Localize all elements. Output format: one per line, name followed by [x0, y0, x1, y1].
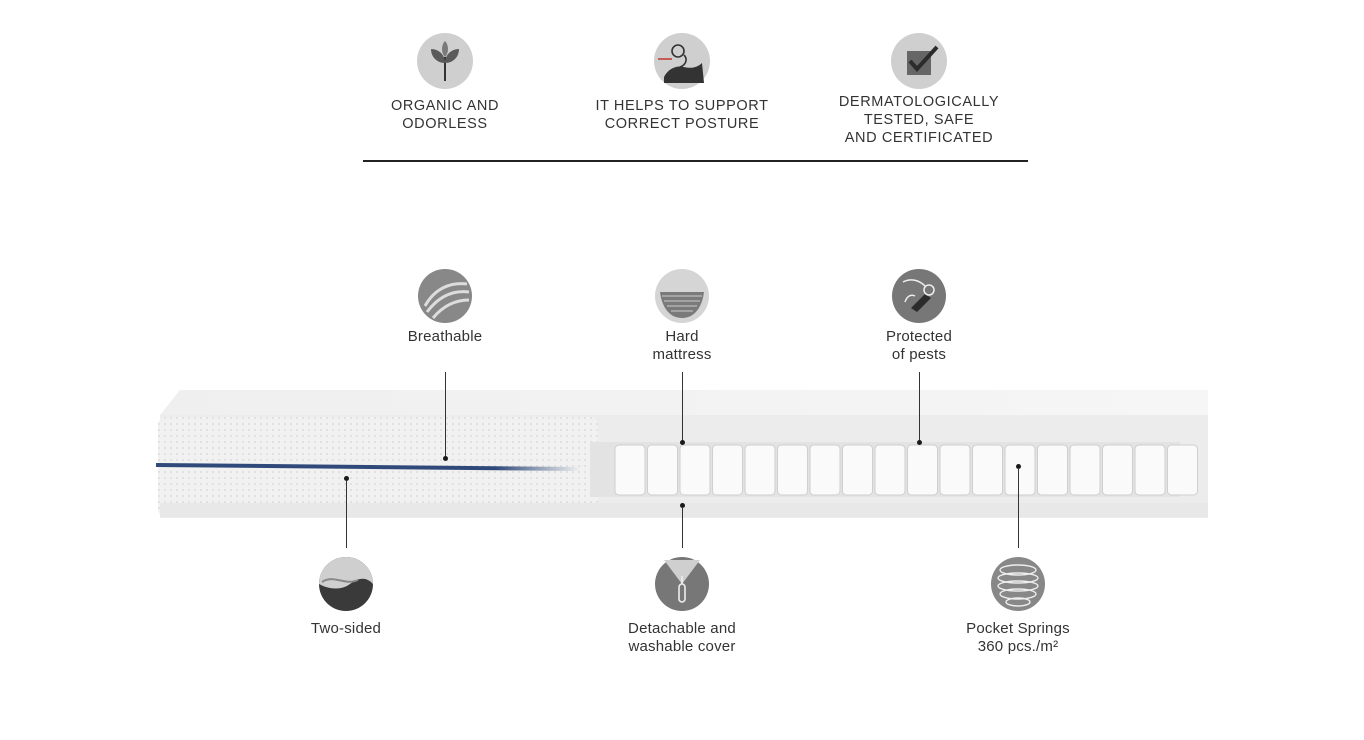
feature-two-sided: Two-sided	[246, 556, 446, 638]
zipper-icon	[654, 556, 710, 612]
spring-pocket	[614, 444, 646, 496]
posture-icon	[654, 33, 710, 89]
yin-yang-icon	[318, 556, 374, 612]
feature-pests-label: Protected of pests	[885, 328, 952, 363]
feature-certified-label: DERMATOLOGICALLY TESTED, SAFE AND CERTIF…	[838, 94, 1000, 146]
leaf-icon	[417, 33, 473, 89]
feature-two-sided-label: Two-sided	[310, 620, 382, 637]
leader-springs	[1018, 468, 1019, 548]
feature-springs: Pocket Springs 360 pcs./m²	[918, 556, 1118, 656]
spring-pocket	[712, 444, 743, 496]
hard-mattress-icon	[654, 268, 710, 324]
feature-cover: Detachable and washable cover	[582, 556, 782, 656]
spring-pocket	[679, 444, 711, 496]
breathable-icon	[417, 268, 473, 324]
spring-pocket	[647, 444, 678, 496]
dot-two-sided	[344, 476, 349, 481]
section-divider	[363, 160, 1028, 162]
feature-posture: IT HELPS TO SUPPORT CORRECT POSTURE	[572, 33, 792, 133]
feature-certified: DERMATOLOGICALLY TESTED, SAFE AND CERTIF…	[809, 33, 1029, 147]
spring-pocket	[874, 444, 906, 496]
dot-pests	[917, 440, 922, 445]
feature-pests: Protected of pests	[819, 268, 1019, 364]
dot-breathable	[443, 456, 448, 461]
feature-breathable-label: Breathable	[407, 328, 483, 345]
leader-hard	[682, 372, 683, 442]
checkmark-icon	[891, 33, 947, 89]
spring-pocket	[744, 444, 776, 496]
mattress-illustration	[150, 385, 1215, 525]
feature-organic-label: ORGANIC AND ODORLESS	[390, 98, 500, 132]
dot-springs	[1016, 464, 1021, 469]
feature-springs-label: Pocket Springs 360 pcs./m²	[966, 620, 1070, 655]
spring-pocket	[1004, 444, 1036, 496]
pest-protection-icon	[891, 268, 947, 324]
dot-hard	[680, 440, 685, 445]
feature-posture-label: IT HELPS TO SUPPORT CORRECT POSTURE	[595, 98, 769, 132]
spring-pocket	[1069, 444, 1101, 496]
spring-pocket	[842, 444, 873, 496]
dot-cover	[680, 503, 685, 508]
spring-pocket	[1167, 444, 1198, 496]
spring-pocket	[972, 444, 1003, 496]
spring-pocket	[809, 444, 841, 496]
spring-icon	[990, 556, 1046, 612]
spring-pocket	[1037, 444, 1068, 496]
spring-pocket	[1134, 444, 1166, 496]
feature-hard: Hard mattress	[582, 268, 782, 364]
spring-pocket	[1102, 444, 1133, 496]
feature-organic: ORGANIC AND ODORLESS	[335, 33, 555, 133]
leader-pests	[919, 372, 920, 442]
feature-cover-label: Detachable and washable cover	[628, 620, 736, 655]
leader-breathable	[445, 372, 446, 458]
spring-pocket	[777, 444, 808, 496]
leader-two-sided	[346, 480, 347, 548]
leader-cover	[682, 507, 683, 548]
feature-hard-label: Hard mattress	[652, 328, 712, 363]
spring-pocket	[939, 444, 971, 496]
spring-pocket	[907, 444, 938, 496]
feature-breathable: Breathable	[345, 268, 545, 346]
